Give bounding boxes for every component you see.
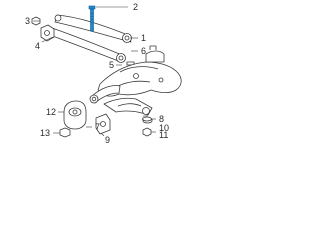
callout-6: 6 [141,46,147,56]
nut-11 [142,127,152,137]
callout-12: 12 [46,107,57,117]
highlighted-bolt [88,5,96,32]
small-bushing [95,113,111,135]
callout-10: 10 [159,123,170,133]
callout-5: 5 [109,60,115,70]
left-bushing [40,24,55,42]
callout-3: 3 [25,16,31,26]
lower-link-arm [49,27,126,63]
callout-2: 2 [133,2,139,12]
rubber-bushing [63,100,87,130]
lower-control-arm [103,97,153,116]
washer-10 [142,116,153,124]
leader-lines [33,6,156,137]
callout-1: 1 [141,33,147,43]
nut-13 [59,127,71,138]
callout-4: 4 [35,41,41,51]
callout-7: 7 [95,122,101,132]
parts-diagram: 2 3 1 6 5 4 7 9 8 10 11 12 13 [0,0,200,147]
trailing-link [89,85,121,104]
callout-9: 9 [105,135,111,145]
callout-8: 8 [159,114,165,124]
callout-13: 13 [40,128,51,138]
callout-11: 11 [159,130,169,140]
parts-drawing [31,5,182,138]
